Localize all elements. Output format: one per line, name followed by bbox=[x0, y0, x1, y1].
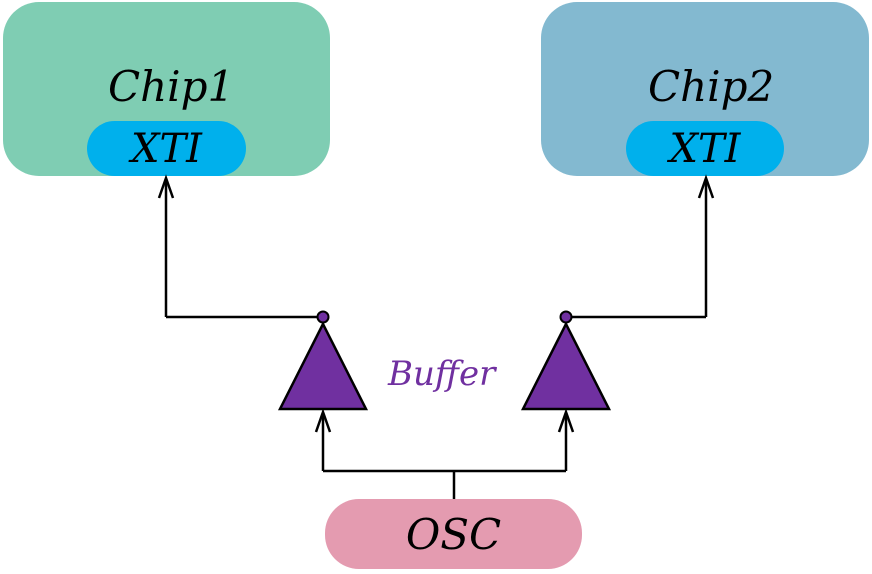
chip2-label: Chip2 bbox=[648, 62, 775, 111]
buffer1-triangle bbox=[277, 321, 369, 411]
buffer2-output-dot bbox=[559, 310, 573, 324]
arrow-buffer2-input bbox=[557, 408, 575, 433]
chip1-xti-label: XTI bbox=[131, 125, 202, 172]
chip2-xti-pin: XTI bbox=[626, 121, 784, 176]
osc-block: OSC bbox=[325, 499, 582, 569]
buffer1-output-dot bbox=[316, 310, 330, 324]
osc-label: OSC bbox=[405, 509, 502, 559]
arrow-chip1-xti bbox=[157, 174, 175, 199]
arrow-chip2-xti bbox=[697, 174, 715, 199]
buffer-label: Buffer bbox=[388, 354, 496, 394]
chip1-xti-pin: XTI bbox=[87, 121, 246, 176]
chip1-label: Chip1 bbox=[108, 62, 235, 111]
chip2-xti-label: XTI bbox=[669, 125, 741, 172]
arrow-buffer1-input bbox=[314, 408, 332, 433]
buffer2-triangle bbox=[520, 321, 612, 411]
